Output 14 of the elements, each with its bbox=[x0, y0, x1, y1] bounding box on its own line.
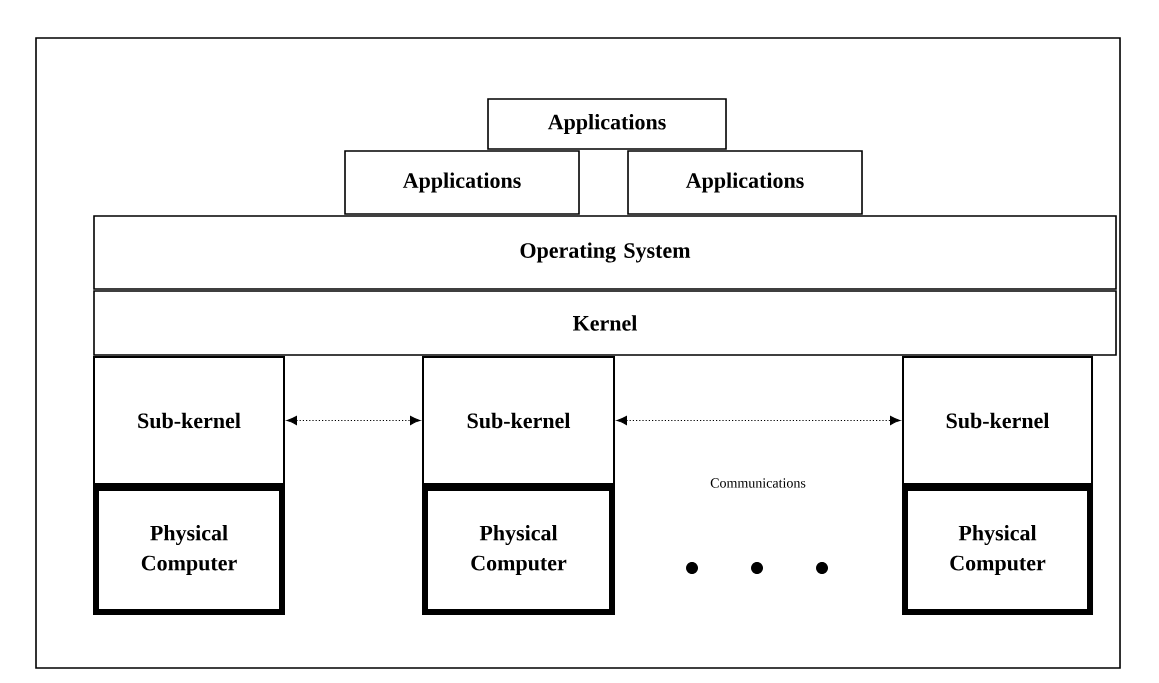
kernel-layer: Kernel bbox=[93, 290, 1117, 356]
subkernel-box: Sub-kernel bbox=[422, 356, 615, 485]
subkernel-box: Sub-kernel bbox=[902, 356, 1093, 485]
dotted-arrow bbox=[286, 416, 421, 425]
subkernel-box: Sub-kernel bbox=[93, 356, 285, 485]
computer-box: Physical Computer bbox=[422, 485, 615, 615]
computer-box: Physical Computer bbox=[902, 485, 1093, 615]
application-box: Applications bbox=[344, 150, 580, 215]
dotted-arrow bbox=[616, 416, 901, 425]
computer-box: Physical Computer bbox=[93, 485, 285, 615]
application-box: Applications bbox=[487, 98, 727, 150]
annotation-text: Communications bbox=[710, 478, 806, 488]
operating-system-layer: Operating System bbox=[93, 215, 1117, 290]
application-box: Applications bbox=[627, 150, 863, 215]
